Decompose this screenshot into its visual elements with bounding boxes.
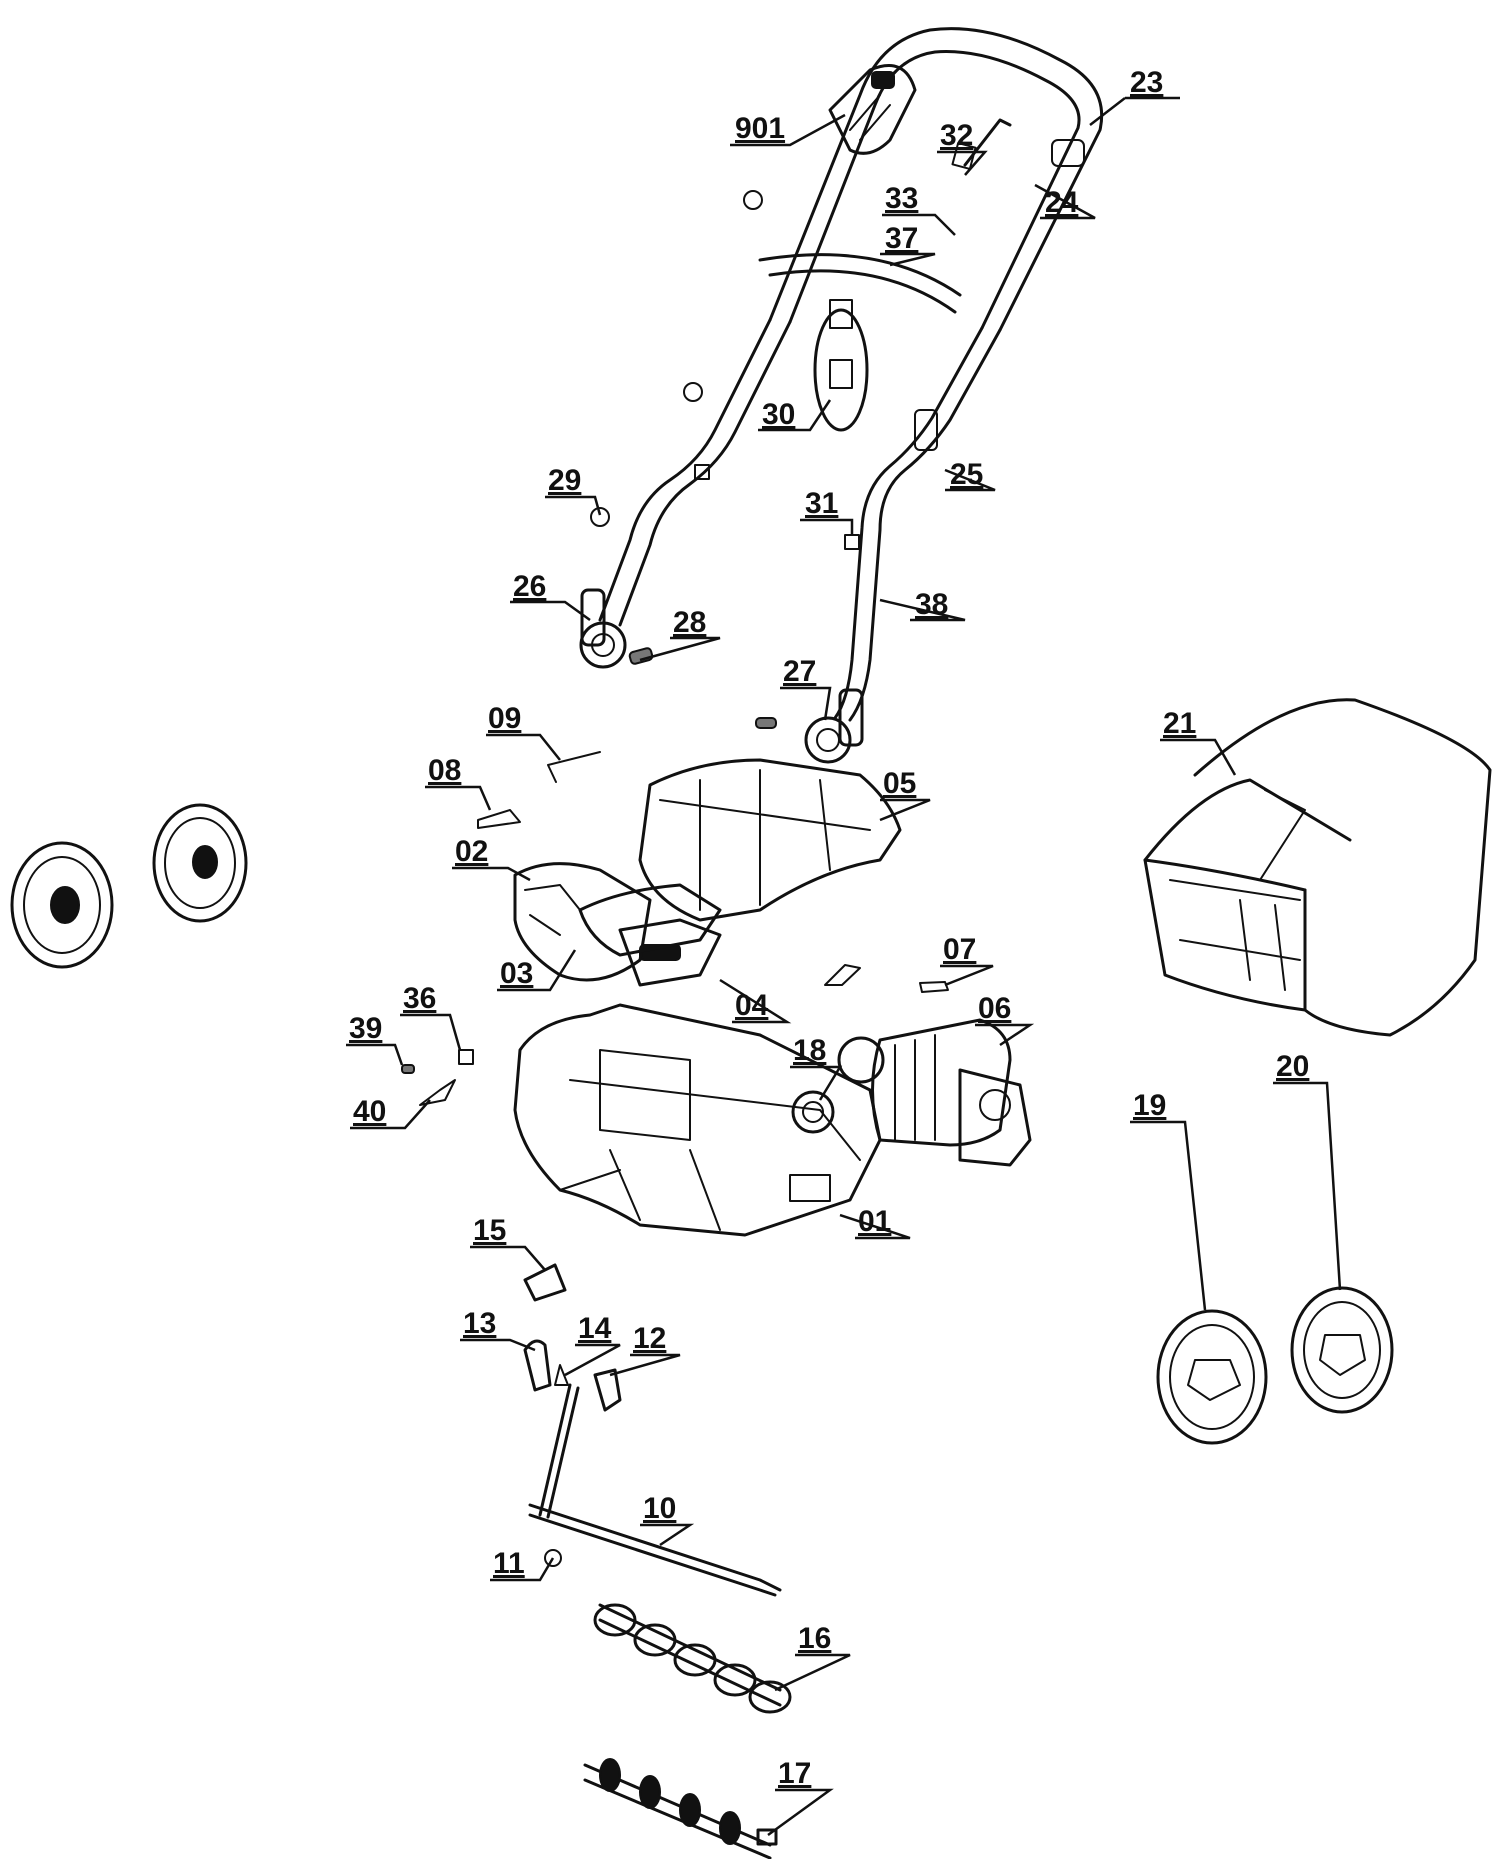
callout-20: 20: [1276, 1050, 1309, 1083]
callout-24: 24: [1045, 186, 1079, 219]
callout-03: 03: [500, 957, 533, 990]
handle-clamp-parts: [590, 118, 1085, 550]
callout-14: 14: [578, 1312, 612, 1345]
axle-bushing: [791, 1090, 835, 1134]
callout-23: 23: [1130, 66, 1163, 99]
callout-05: 05: [883, 767, 916, 800]
upper-handle-bar: [758, 27, 1104, 332]
switch-box: [828, 64, 917, 155]
callout-02: 02: [455, 835, 488, 868]
callout-33: 33: [885, 182, 918, 215]
callout-27: 27: [783, 655, 816, 688]
callout-901: 901: [735, 112, 785, 145]
callout-21: 21: [1163, 707, 1196, 740]
callout-25: 25: [950, 458, 983, 491]
callout-07: 07: [943, 933, 976, 966]
callout-37: 37: [885, 222, 918, 255]
callout-40: 40: [353, 1095, 386, 1128]
callout-38: 38: [915, 588, 948, 621]
aerator-roller: [583, 1758, 778, 1859]
callout-10: 10: [643, 1492, 676, 1525]
callout-30: 30: [762, 398, 795, 431]
rear-wheel-left-2: [152, 803, 248, 923]
callout-09: 09: [488, 702, 521, 735]
callout-12: 12: [633, 1322, 666, 1355]
motor: [837, 1018, 1032, 1167]
callout-labels: 23 901 32 33 24 37 30 29 25 31 26 28 38 …: [349, 66, 1309, 1790]
callout-08: 08: [428, 754, 461, 787]
small-parts: [401, 751, 949, 1106]
grass-catcher-bag: [1143, 698, 1492, 1037]
leader-lines: [346, 96, 1342, 1837]
callout-39: 39: [349, 1012, 382, 1045]
callout-17: 17: [778, 1757, 811, 1790]
callout-13: 13: [463, 1307, 496, 1340]
front-cover: [578, 883, 722, 957]
cable-holder: [813, 299, 869, 432]
callout-15: 15: [473, 1214, 506, 1247]
callout-31: 31: [805, 487, 838, 520]
callout-11: 11: [493, 1547, 525, 1580]
callout-16: 16: [798, 1622, 831, 1655]
callout-01: 01: [858, 1205, 891, 1238]
callout-06: 06: [978, 992, 1011, 1025]
lower-housing: [513, 1003, 882, 1237]
callout-04: 04: [735, 989, 769, 1022]
callout-28: 28: [673, 606, 706, 639]
callout-29: 29: [548, 464, 581, 497]
front-wheel-right-2: [1290, 1286, 1394, 1414]
callout-18: 18: [793, 1034, 826, 1067]
callout-32: 32: [940, 119, 973, 152]
front-wheel-right: [1156, 1309, 1268, 1445]
rear-wheel-left: [10, 841, 114, 969]
callout-36: 36: [403, 982, 436, 1015]
callout-19: 19: [1133, 1089, 1166, 1122]
callout-26: 26: [513, 570, 546, 603]
height-lever: [523, 1263, 782, 1597]
scarifier-roller: [593, 1603, 792, 1714]
height-adjustment-knobs: [579, 588, 864, 764]
